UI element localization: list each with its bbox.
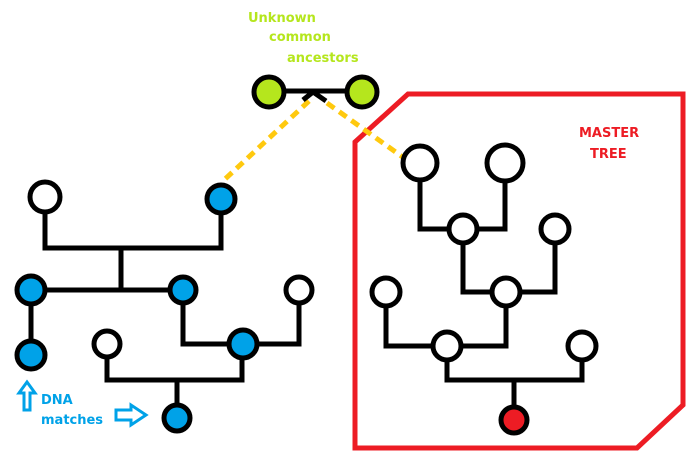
master-tree-lines [383, 163, 585, 420]
master-person-node [484, 142, 526, 184]
master-person-node [565, 329, 599, 363]
unknown-link-left [222, 99, 311, 182]
target-person-node [498, 404, 530, 436]
dna-match-node [167, 274, 199, 306]
dna-match-node [14, 338, 48, 372]
arrow-right-icon [114, 402, 149, 428]
unknown-link-right [325, 100, 406, 161]
dna-match-node [14, 273, 48, 307]
arrow-up-icon [16, 379, 38, 412]
ancestors-label-line2: common [269, 30, 331, 45]
ancestor-node [344, 74, 380, 110]
dna-matches-label-line2: matches [41, 413, 103, 428]
master-person-node [400, 143, 440, 183]
ancestors-label-line3: ancestors [287, 51, 359, 66]
master-person-node [369, 275, 403, 309]
master-person-node [430, 329, 464, 363]
ancestors-label-line1: Unknown [248, 11, 316, 26]
master-tree-label-line1: MASTER [579, 126, 639, 141]
master-person-node [538, 212, 572, 246]
master-person-node [446, 212, 480, 246]
master-tree-frame [352, 91, 686, 451]
dna-matches-label-line1: DNA [41, 393, 73, 408]
master-tree-label-line2: TREE [590, 147, 627, 162]
master-person-node [489, 275, 523, 309]
ancestor-node [251, 74, 287, 110]
dna-match-node [204, 182, 238, 216]
person-node [283, 274, 315, 306]
left-tree-lines [28, 197, 302, 418]
dna-match-node [226, 327, 260, 361]
person-node [27, 179, 63, 215]
dna-match-node [161, 402, 193, 434]
person-node [91, 328, 123, 360]
